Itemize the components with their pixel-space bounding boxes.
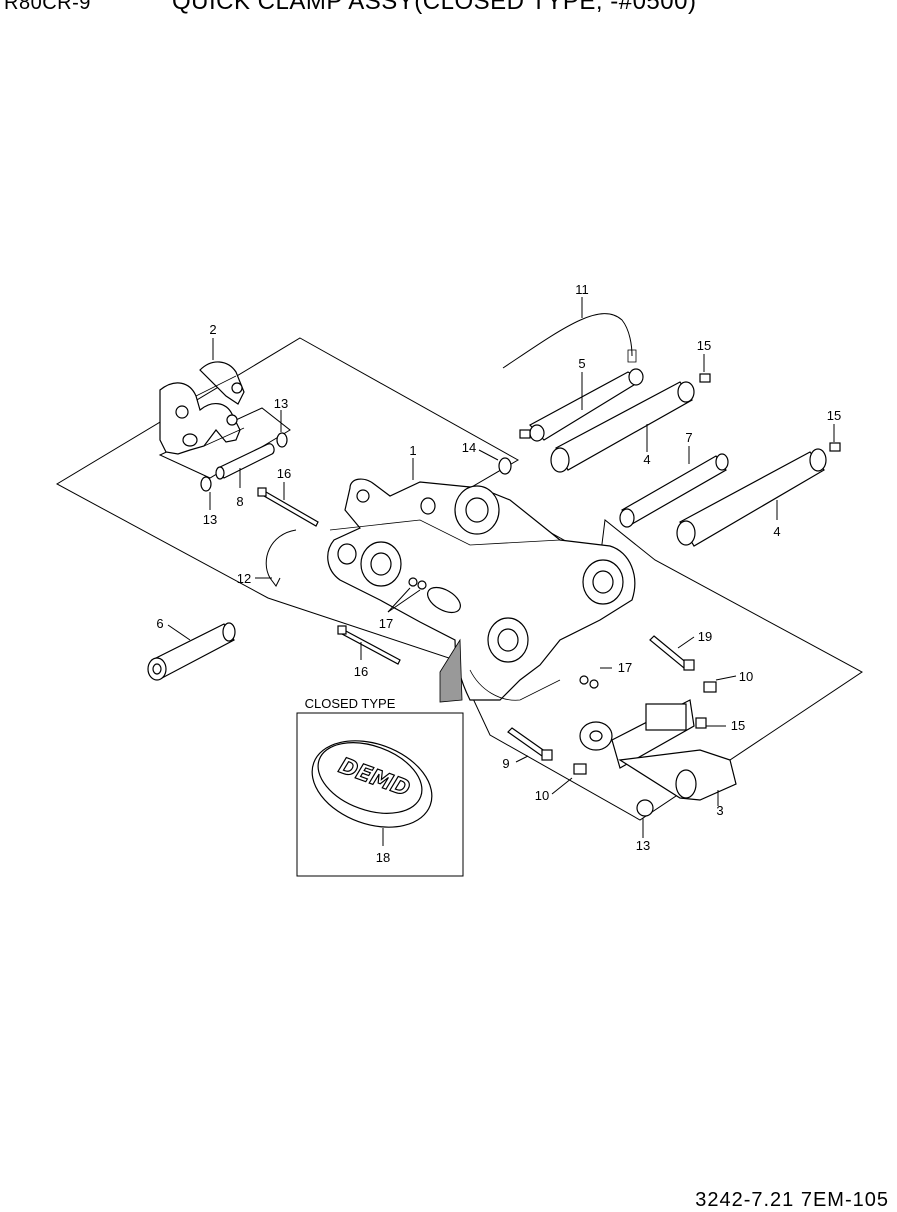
hook-bracket — [159, 361, 245, 455]
callout-8: 8 — [236, 494, 243, 509]
page-title: QUICK CLAMP ASSY(CLOSED TYPE, -#0500) — [172, 0, 697, 15]
grease-nipple-15-a — [699, 373, 711, 383]
model-number: R80CR-9 — [4, 0, 91, 14]
nuts-17-lower — [579, 675, 599, 689]
callout-6: 6 — [156, 616, 163, 631]
callout-15-a: 15 — [697, 338, 711, 353]
callout-10-lower: 10 — [535, 788, 549, 803]
ring-14 — [498, 457, 512, 475]
page-footer-code: 3242-7.21 7EM-105 — [695, 1189, 889, 1211]
callout-10-upper: 10 — [739, 669, 753, 684]
callout-13-lower: 13 — [203, 512, 217, 527]
callout-7: 7 — [685, 430, 692, 445]
callout-16-lower: 16 — [354, 664, 368, 679]
ring-13-cylinder — [636, 799, 654, 817]
callout-14: 14 — [462, 440, 476, 455]
callout-2: 2 — [209, 322, 216, 337]
callout-5: 5 — [578, 356, 585, 371]
callout-18: 18 — [376, 850, 390, 865]
callout-1: 1 — [409, 443, 416, 458]
pin-part5 — [519, 368, 644, 442]
callout-11: 11 — [575, 282, 589, 297]
callout-16-upper: 16 — [277, 466, 291, 481]
fitting-10-upper — [703, 681, 717, 693]
pin-part6 — [147, 622, 236, 681]
leader-lines — [167, 297, 835, 838]
callouts: 1 2 3 4 4 5 6 7 8 9 10 10 11 12 13 13 13… — [156, 282, 841, 865]
grease-nipple-15-c — [695, 717, 707, 729]
bolt-16-upper — [257, 487, 319, 527]
callout-15-c: 15 — [731, 718, 745, 733]
pin-part7 — [619, 453, 729, 528]
sleeve-part4-upper — [550, 381, 695, 473]
callout-19: 19 — [698, 629, 712, 644]
nuts-17-upper — [408, 577, 427, 590]
callout-17-upper: 17 — [379, 616, 393, 631]
closed-type-detail: CLOSED TYPE DEMD — [296, 696, 464, 877]
pin-part8 — [215, 443, 275, 480]
hatched-plate — [439, 638, 463, 703]
sleeve-part4-lower — [676, 448, 827, 547]
callout-12: 12 — [237, 571, 251, 586]
bolt-part9 — [507, 727, 553, 761]
callout-3: 3 — [716, 803, 723, 818]
callout-13-cylinder: 13 — [636, 838, 650, 853]
wire-part11 — [502, 313, 633, 369]
cylinder-part3 — [579, 699, 737, 801]
ring-13-upper — [276, 432, 288, 448]
callout-17-lower: 17 — [618, 660, 632, 675]
bolt-16-lower — [337, 625, 401, 665]
callout-4-lower: 4 — [773, 524, 780, 539]
grease-nipple-15-b — [829, 442, 841, 452]
main-frame-part1 — [327, 478, 636, 703]
callout-4-upper: 4 — [643, 452, 650, 467]
callout-15-b: 15 — [827, 408, 841, 423]
callout-13-upper: 13 — [274, 396, 288, 411]
bolt-part19 — [649, 635, 695, 671]
ring-13-lower — [200, 476, 212, 492]
closed-type-title: CLOSED TYPE — [305, 696, 396, 711]
callout-9: 9 — [502, 756, 509, 771]
fitting-10-lower — [573, 763, 587, 775]
